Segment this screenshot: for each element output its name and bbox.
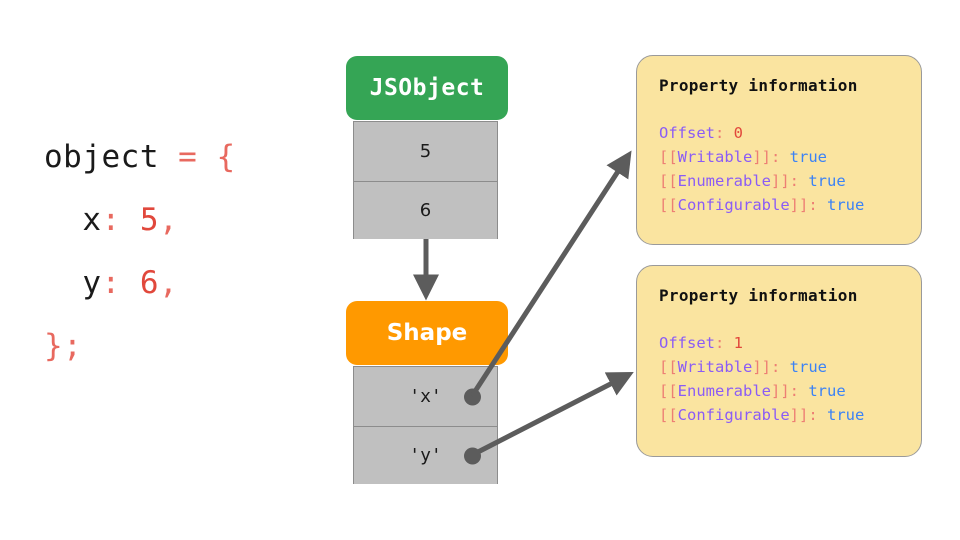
shape-slot-x-anchor-dot [464, 388, 481, 405]
jsobject-slot-1: 6 [354, 181, 497, 239]
property-token-brack: ]] [771, 382, 790, 400]
code-token-num: 5 [139, 202, 159, 238]
property-token-brack: ]] [789, 196, 809, 214]
property-token-colon: : [715, 124, 734, 142]
jsobject-slot-list: 5 6 [353, 121, 498, 239]
property-token-key: Configurable [677, 406, 790, 424]
property-token-colon: : [808, 196, 827, 214]
property-row-3: [[Configurable]]: true [659, 193, 899, 217]
code-token-punct: : [101, 202, 140, 238]
property-info-title-1: Property information [659, 286, 858, 305]
code-line-3: }; [44, 315, 236, 378]
shape-slot-y-value: 'y' [409, 445, 442, 466]
shape-title: Shape [386, 320, 468, 346]
property-row-1: [[Writable]]: true [659, 355, 899, 379]
property-token-key: Writable [677, 358, 753, 376]
property-info-card-0: Property information Offset: 0[[Writable… [636, 55, 922, 245]
property-info-rows-0: Offset: 0[[Writable]]: true[[Enumerable]… [659, 121, 899, 217]
property-token-key: Enumerable [677, 172, 771, 190]
property-token-brack: [[ [659, 172, 678, 190]
shape-slot-list: 'x' 'y' [353, 366, 498, 484]
code-line-2: y: 6, [44, 252, 236, 315]
property-token-key: Offset [659, 334, 715, 352]
property-token-brack: ]] [789, 406, 809, 424]
property-token-brack: [[ [659, 358, 678, 376]
property-token-brack: [[ [659, 382, 678, 400]
property-row-0: Offset: 1 [659, 331, 899, 355]
code-token-ident: y [44, 265, 102, 301]
object-literal-code: object = { x: 5, y: 6,}; [44, 126, 236, 378]
shape-slot-x: 'x' [354, 367, 497, 426]
property-token-key: Configurable [677, 196, 790, 214]
property-token-key: Offset [659, 124, 715, 142]
property-token-colon: : [771, 358, 790, 376]
property-token-colon: : [771, 148, 790, 166]
property-token-key: Enumerable [677, 382, 771, 400]
property-token-bool: true [827, 196, 865, 214]
property-token-bool: true [808, 172, 846, 190]
property-token-bool: true [789, 358, 827, 376]
code-line-0: object = { [44, 126, 236, 189]
property-token-brack: ]] [752, 148, 771, 166]
jsobject-title: JSObject [369, 75, 485, 101]
property-token-brack: [[ [659, 406, 678, 424]
code-line-1: x: 5, [44, 189, 236, 252]
code-token-punct: , [159, 202, 179, 238]
jsobject-header: JSObject [346, 56, 508, 120]
jsobject-slot-0-value: 5 [419, 141, 432, 162]
shape-slot-y-anchor-dot [464, 447, 481, 464]
shape-header: Shape [346, 301, 508, 365]
property-token-bool: true [808, 382, 846, 400]
property-token-colon: : [715, 334, 734, 352]
property-token-num: 1 [733, 334, 744, 352]
property-token-bool: true [827, 406, 865, 424]
property-token-key: Writable [677, 148, 753, 166]
property-token-brack: [[ [659, 196, 678, 214]
arrow-shape-y-to-property-1 [474, 372, 634, 456]
property-token-colon: : [789, 172, 809, 190]
code-token-ident: object [44, 139, 179, 175]
shape-slot-y: 'y' [354, 426, 497, 484]
property-token-colon: : [789, 382, 809, 400]
code-token-ident: x [44, 202, 102, 238]
code-token-punct: , [159, 265, 179, 301]
property-token-brack: ]] [752, 358, 771, 376]
property-token-brack: ]] [771, 172, 790, 190]
shape-slot-x-value: 'x' [409, 386, 442, 407]
property-info-title-0: Property information [659, 76, 858, 95]
jsobject-slot-1-value: 6 [419, 200, 432, 221]
code-token-punct: }; [44, 328, 83, 364]
property-row-3: [[Configurable]]: true [659, 403, 899, 427]
code-token-num: 6 [139, 265, 159, 301]
property-row-2: [[Enumerable]]: true [659, 169, 899, 193]
property-info-rows-1: Offset: 1[[Writable]]: true[[Enumerable]… [659, 331, 899, 427]
jsobject-slot-0: 5 [354, 122, 497, 181]
code-token-punct: : [101, 265, 140, 301]
property-token-bool: true [789, 148, 827, 166]
property-row-0: Offset: 0 [659, 121, 899, 145]
code-token-punct: = { [178, 139, 236, 175]
property-token-num: 0 [733, 124, 744, 142]
property-row-2: [[Enumerable]]: true [659, 379, 899, 403]
property-token-colon: : [808, 406, 827, 424]
property-token-brack: [[ [659, 148, 678, 166]
property-info-card-1: Property information Offset: 1[[Writable… [636, 265, 922, 457]
property-row-1: [[Writable]]: true [659, 145, 899, 169]
